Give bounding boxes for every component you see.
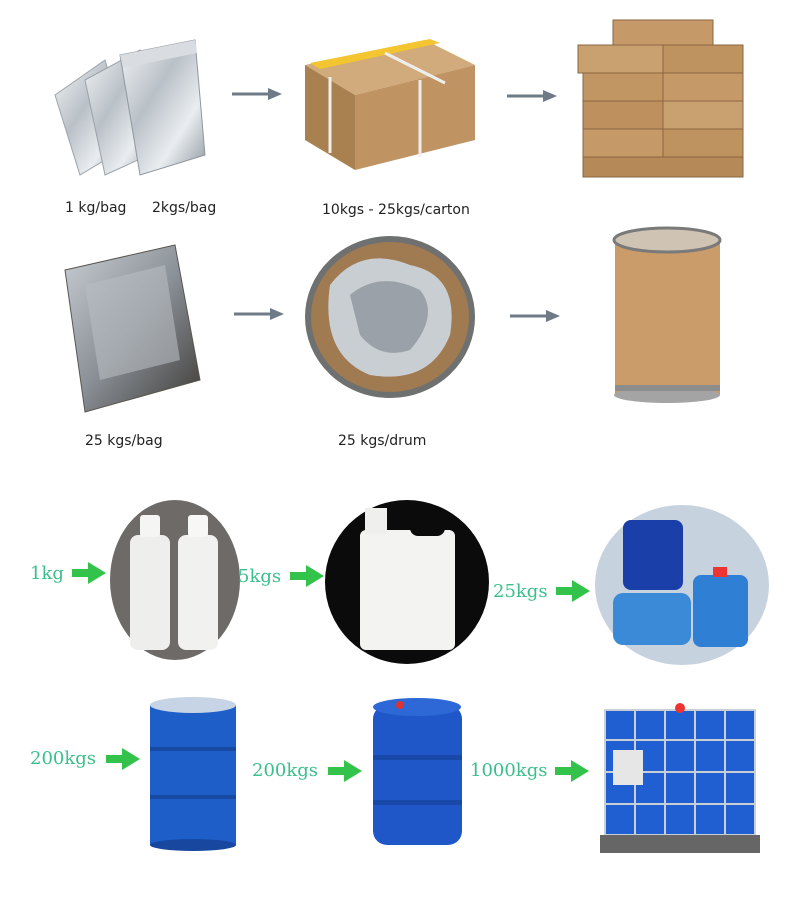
arrow-right-icon bbox=[510, 308, 560, 324]
label-200kgs-plastic: 200kgs bbox=[252, 760, 319, 781]
label-200kgs-steel: 200kgs bbox=[30, 748, 97, 769]
caption-25kgs-bag: 25 kgs/bag bbox=[85, 433, 163, 449]
arrow-right-icon bbox=[234, 306, 284, 322]
plastic-drum-image bbox=[370, 695, 465, 855]
label-1000kgs: 1000kgs bbox=[470, 760, 548, 781]
label-1kg: 1kg bbox=[30, 563, 64, 584]
caption-2kgs-bag: 2kgs/bag bbox=[152, 200, 217, 216]
green-arrow-icon bbox=[290, 565, 324, 587]
arrow-right-icon bbox=[232, 86, 282, 102]
carton-box-image bbox=[300, 25, 480, 175]
green-arrow-icon bbox=[106, 748, 140, 770]
label-5kgs: 5kgs bbox=[238, 566, 282, 587]
caption-carton: 10kgs - 25kgs/carton bbox=[322, 202, 470, 218]
green-arrow-icon bbox=[328, 760, 362, 782]
large-foil-bag-image bbox=[55, 240, 210, 415]
green-arrow-icon bbox=[72, 562, 106, 584]
plastic-bottles-image bbox=[110, 500, 240, 660]
stacked-cartons-image bbox=[573, 15, 753, 180]
fiber-drum-image bbox=[605, 225, 730, 405]
open-drum-image bbox=[300, 235, 480, 400]
blue-jerrycans-image bbox=[595, 505, 770, 665]
green-arrow-icon bbox=[555, 760, 589, 782]
arrow-right-icon bbox=[507, 88, 557, 104]
foil-bags-image bbox=[45, 35, 215, 185]
green-arrow-icon bbox=[556, 580, 590, 602]
caption-1kg-bag: 1 kg/bag bbox=[65, 200, 127, 216]
label-25kgs: 25kgs bbox=[493, 581, 548, 602]
steel-drum-image bbox=[147, 695, 239, 855]
jerrycan-image bbox=[325, 500, 490, 665]
caption-25kgs-drum: 25 kgs/drum bbox=[338, 433, 427, 449]
ibc-tote-image bbox=[595, 690, 765, 860]
